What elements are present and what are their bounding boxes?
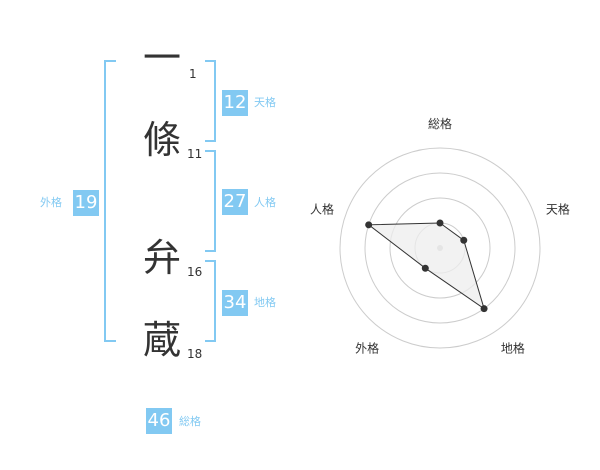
stroke-count-3: 16 [187,265,203,279]
gaikaku-badge: 19 [73,190,99,216]
stroke-count-4: 18 [187,347,203,361]
radar-point-1 [460,236,468,244]
radar-point-3 [421,264,429,272]
radar-axis-label-0: 総格 [428,116,452,131]
stroke-count-2: 11 [187,147,203,161]
jinkaku-bracket [205,150,216,252]
stroke-count-1: 1 [189,67,197,81]
soukaku-label: 総格 [179,415,201,428]
gaikaku-bracket [104,60,116,342]
chikaku-label: 地格 [254,296,276,309]
radar-axis-label-1: 天格 [546,202,570,217]
soukaku-badge: 46 [146,408,172,434]
name-char-1: 一 [142,36,181,80]
radar-point-0 [436,219,444,227]
radar-axis-label-2: 地格 [501,340,525,355]
tenkaku-label: 天格 [254,96,276,109]
radar-ring-4 [339,147,541,349]
radar-ring-2 [389,197,491,299]
chikaku-badge: 34 [222,290,248,316]
gaikaku-label: 外格 [40,196,62,209]
radar-axis-label-4: 人格 [310,202,334,217]
radar-point-4 [365,221,373,229]
chikaku-bracket [205,260,216,342]
jinkaku-badge: 27 [222,189,248,215]
radar-points [365,219,488,313]
name-char-2: 條 [142,118,181,162]
radar-axis-label-3: 外格 [355,340,379,355]
tenkaku-bracket [205,60,216,142]
name-char-3: 弁 [142,236,181,280]
radar-point-2 [480,305,488,313]
jinkaku-label: 人格 [254,196,276,209]
name-char-4: 蔵 [142,318,181,362]
tenkaku-badge: 12 [222,90,248,116]
radar-ring-3 [364,172,516,324]
